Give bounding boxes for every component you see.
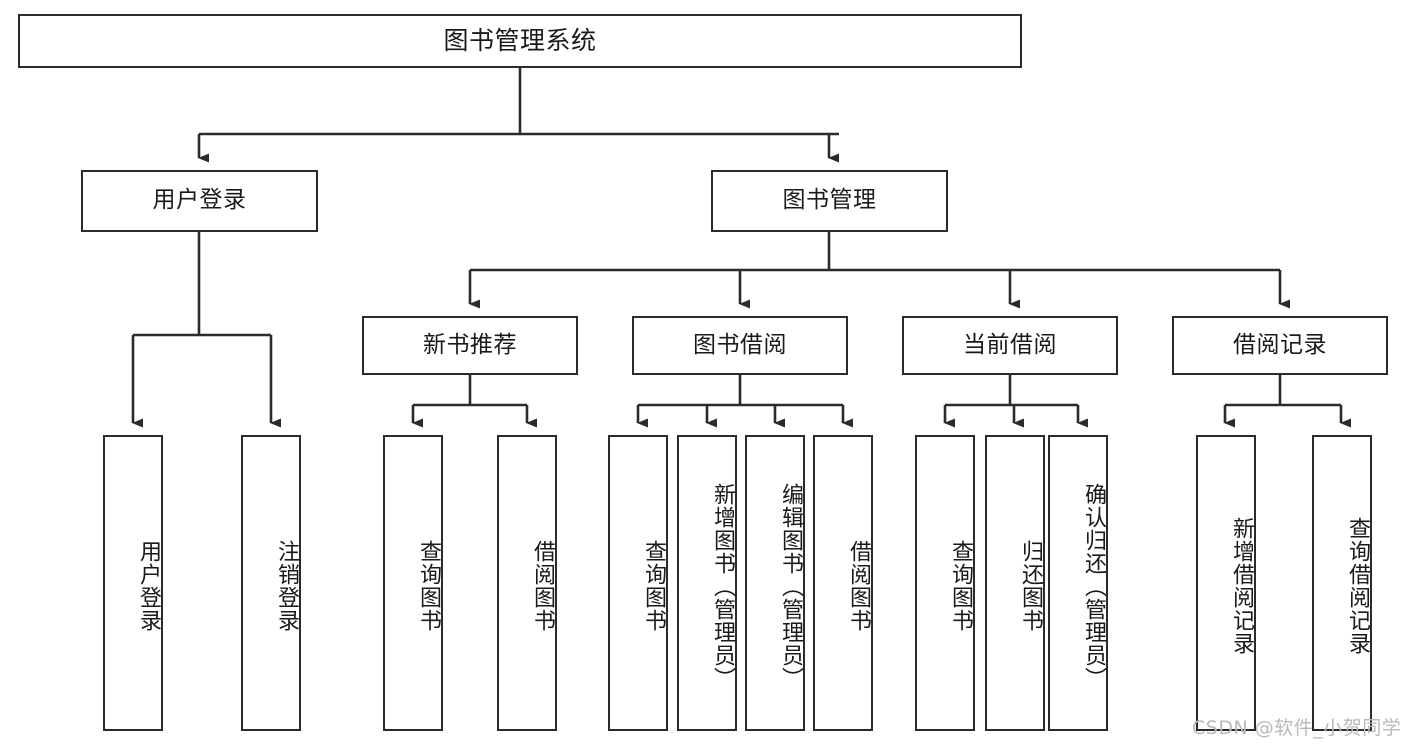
leaf-recommend-query-book[interactable]: 查询图书 <box>383 435 443 731</box>
node-book-borrow-label: 图书借阅 <box>693 331 787 358</box>
leaf-user-login-logout[interactable]: 注销登录 <box>241 435 301 731</box>
node-borrow-record-label: 借阅记录 <box>1233 331 1327 358</box>
node-book-borrow[interactable]: 图书借阅 <box>632 316 848 375</box>
node-borrow-record[interactable]: 借阅记录 <box>1172 316 1388 375</box>
leaf-current-confirm-return-admin[interactable]: 确认归还（管理员） <box>1048 435 1108 731</box>
csdn-watermark-text: CSDN @软件_小贺同学 <box>1192 717 1402 739</box>
leaf-current-return-book-label: 归还图书 <box>1018 540 1043 632</box>
node-new-book-recommend[interactable]: 新书推荐 <box>362 316 578 375</box>
node-book-management-label: 图书管理 <box>782 187 877 214</box>
node-user-login-label: 用户登录 <box>152 187 247 214</box>
node-book-management[interactable]: 图书管理 <box>711 170 948 232</box>
leaf-recommend-borrow-book-label: 借阅图书 <box>530 540 555 632</box>
leaf-borrow-edit-book-admin[interactable]: 编辑图书（管理员） <box>745 435 805 731</box>
leaf-recommend-borrow-book[interactable]: 借阅图书 <box>497 435 557 731</box>
leaf-borrow-query-book[interactable]: 查询图书 <box>608 435 668 731</box>
leaf-current-confirm-return-admin-label: 确认归还（管理员） <box>1081 482 1106 690</box>
csdn-watermark: CSDN @软件_小贺同学 <box>1192 713 1401 740</box>
leaf-record-add-record[interactable]: 新增借阅记录 <box>1196 435 1256 731</box>
leaf-user-login-logout-label: 注销登录 <box>274 540 299 632</box>
leaf-current-query-book[interactable]: 查询图书 <box>915 435 975 731</box>
node-current-borrow[interactable]: 当前借阅 <box>902 316 1118 375</box>
leaf-borrow-borrow-book[interactable]: 借阅图书 <box>813 435 873 731</box>
leaf-borrow-add-book-admin-label: 新增图书（管理员） <box>710 482 735 690</box>
node-new-book-recommend-label: 新书推荐 <box>423 331 517 358</box>
leaf-recommend-query-book-label: 查询图书 <box>416 540 441 632</box>
leaf-borrow-borrow-book-label: 借阅图书 <box>846 540 871 632</box>
leaf-user-login-login[interactable]: 用户登录 <box>103 435 163 731</box>
leaf-record-query-record[interactable]: 查询借阅记录 <box>1312 435 1372 731</box>
node-root-system-label: 图书管理系统 <box>443 26 597 56</box>
leaf-borrow-query-book-label: 查询图书 <box>641 540 666 632</box>
leaf-record-add-record-label: 新增借阅记录 <box>1229 517 1254 655</box>
node-user-login[interactable]: 用户登录 <box>81 170 318 232</box>
node-current-borrow-label: 当前借阅 <box>963 331 1057 358</box>
leaf-borrow-edit-book-admin-label: 编辑图书（管理员） <box>778 482 803 690</box>
node-root-system[interactable]: 图书管理系统 <box>18 14 1022 68</box>
leaf-record-query-record-label: 查询借阅记录 <box>1345 517 1370 655</box>
leaf-current-return-book[interactable]: 归还图书 <box>985 435 1045 731</box>
leaf-current-query-book-label: 查询图书 <box>948 540 973 632</box>
leaf-borrow-add-book-admin[interactable]: 新增图书（管理员） <box>677 435 737 731</box>
leaf-user-login-login-label: 用户登录 <box>136 540 161 632</box>
